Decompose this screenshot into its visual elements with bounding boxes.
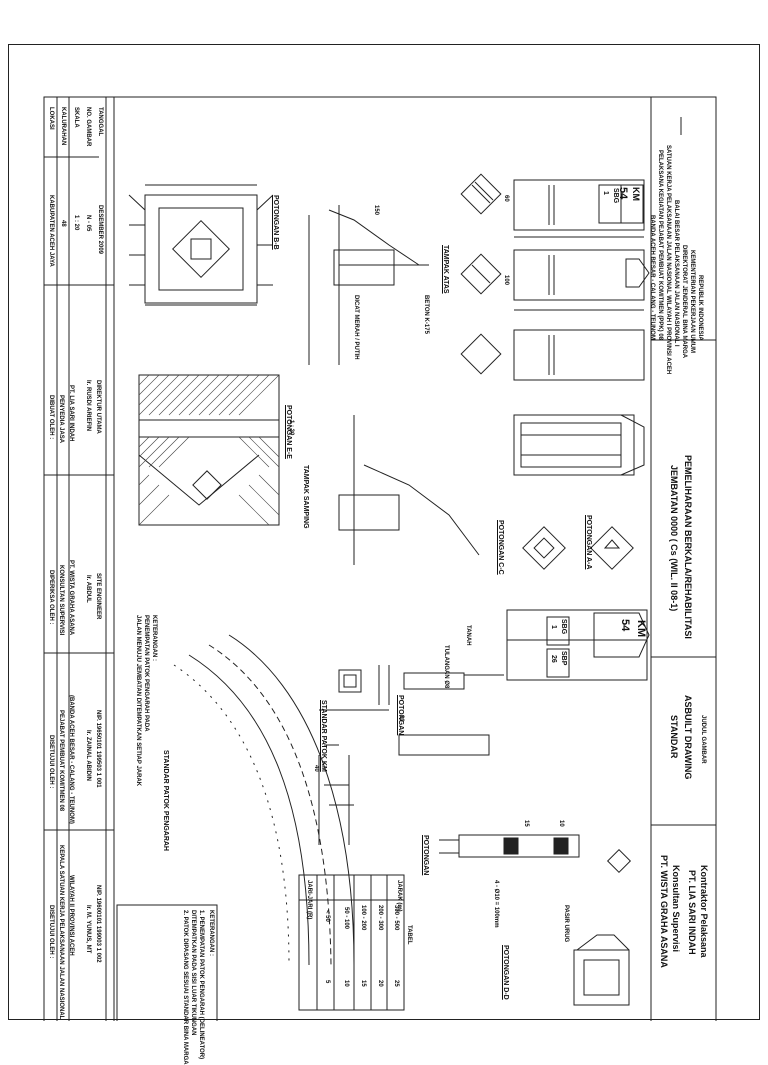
sig1-company: PT. LIA SARI INDAH bbox=[68, 385, 74, 442]
header-ministry: KEMENTERIAN PEKERJAAN UMUM bbox=[689, 250, 695, 354]
label-potongan-cc: POTONGAN C-C bbox=[497, 520, 504, 575]
table-cell-r4: 200 - 300 bbox=[377, 905, 383, 931]
sig1-title: PENYEDIA JASA bbox=[58, 395, 64, 444]
km-sign-large-top: KM bbox=[635, 620, 647, 638]
sbg-number: 1 bbox=[602, 191, 609, 195]
table-cell-r3: 100 - 200 bbox=[360, 905, 366, 931]
tb-label-tanggal: TANGGAL bbox=[97, 107, 103, 137]
tb-label-kalurahan: KALURAHAN bbox=[60, 107, 66, 146]
label-potongan-del: POTONGAN bbox=[422, 835, 429, 876]
table-cell-d1: 5 bbox=[324, 980, 330, 984]
project-title-line2: JEMBATAN 0000 ( Cs (WIL. II 08-1) bbox=[669, 465, 679, 612]
tb-value-lokasi: KABUPATEN ACEH JAYA bbox=[48, 195, 54, 267]
table-cell-d2: 10 bbox=[343, 980, 349, 987]
sig4-title: KEPALA SATUAN KERJA PELAKSANAAN JALAN NA… bbox=[58, 845, 64, 1020]
sbg-label: SBG bbox=[612, 188, 619, 204]
dim-7: 10 bbox=[558, 820, 564, 827]
label-standar-patok-pengarah: STANDAR PATOK PENGARAH bbox=[162, 750, 169, 851]
header-balai: BALAI BESAR PELAKSANAAN JALAN NASIONAL I bbox=[673, 200, 679, 347]
drawing-title-line2: STANDAR bbox=[669, 715, 679, 759]
notes-item-3: 2. PATOK DIPASANG SESUAI STANDAR BINA MA… bbox=[182, 910, 188, 1065]
label-skala: 1 : 20 bbox=[288, 420, 294, 436]
table-cell-r5: 300 - 500 bbox=[393, 905, 399, 931]
notes2-item-1: PENEMPATAN PATOK PENGARAH PADA bbox=[143, 615, 149, 732]
consultant-name: PT. WISTA GRAHA ASANA bbox=[659, 855, 669, 968]
table-cell-d3: 15 bbox=[360, 980, 366, 987]
drawing-sheet: LOKASI KALURAHAN SKALA NO. GAMBAR TANGGA… bbox=[8, 44, 760, 1065]
tb-label-lokasi: LOKASI bbox=[48, 107, 54, 130]
header-satker: SATUAN KERJA PELAKSANAAN JALAN NASIONAL … bbox=[665, 145, 671, 375]
dim-4: 20 bbox=[398, 715, 404, 722]
km-sign-top: KM bbox=[631, 187, 641, 201]
dim-2: 100 bbox=[503, 275, 509, 286]
sig4-position: NIP. 19600101 199003 1 002 bbox=[95, 885, 101, 963]
table-cell-d4: 20 bbox=[377, 980, 383, 987]
dim-1: 60 bbox=[503, 195, 509, 202]
label-potongan-aa: POTONGAN A-A bbox=[585, 515, 592, 570]
contractor-role: Kontraktor Pelaksana bbox=[699, 865, 709, 958]
dim-6: 15 bbox=[523, 820, 529, 827]
drawing-title-label: JUDUL GAMBAR bbox=[700, 715, 706, 764]
sig2-company: PT. WISTA GRAHA ASANA bbox=[68, 560, 74, 636]
contractor-name: PT. LIA SARI INDAH bbox=[687, 870, 697, 955]
label-cat: DICAT MERAH / PUTIH bbox=[353, 295, 359, 360]
label-tulangan: TULANGAN Ø8 bbox=[443, 645, 449, 689]
table-header-radius: JARI-JARI (R) bbox=[306, 880, 312, 920]
sig3-position: NIP. 19650101 199503 1 001 bbox=[95, 710, 101, 788]
notes-item-1: 1. PENEMPATAN PATOK PENGARAH (DELINEATOR… bbox=[198, 910, 204, 1060]
project-title-line1: PEMELIHARAAN BERKALA/REHABILITASI bbox=[683, 455, 693, 639]
sig1-name: Ir. RUSDI ARIEFIN bbox=[85, 380, 91, 432]
sig1-position: DIREKTUR UTAMA bbox=[95, 380, 101, 434]
tb-value-tanggal: DESEMBER 2009 bbox=[97, 205, 103, 255]
label-tanah: TANAH bbox=[465, 625, 471, 646]
sig3-title: PEJABAT PEMBUAT KOMITMEN 08 bbox=[58, 710, 64, 812]
dim-5: 40 bbox=[313, 765, 319, 772]
header-ppk: PELAKSANA KEGIATAN PEJABAT PEMBUAT KOMIT… bbox=[657, 150, 663, 341]
label-potongan-dd: POTONGAN D-D bbox=[502, 945, 509, 1000]
tb-value-skala: 1 : 20 bbox=[73, 215, 79, 231]
drawing-linework bbox=[43, 96, 717, 1021]
table-cell-r2: 50 - 100 bbox=[343, 907, 349, 930]
consultant-role: Konsultan Supervisi bbox=[671, 865, 681, 953]
sig4-company: WILAYAH II PROVINSI ACEH bbox=[68, 875, 74, 956]
sbg-large-label: SBG bbox=[560, 619, 567, 635]
header-republic: REPUBLIK INDONESIA bbox=[697, 275, 703, 341]
tb-value-nogambar: N - 05 bbox=[85, 215, 91, 232]
sbg-large-number: 1 bbox=[550, 625, 557, 629]
notes2-title: KETERANGAN : bbox=[151, 615, 157, 661]
notes-item-2: DITEMPATKAN PADA SISI LUAR TIKUNGAN bbox=[190, 910, 196, 1036]
sig3-role: DISETUJUI OLEH : bbox=[48, 735, 54, 789]
sig4-role: DISETUJUI OLEH : bbox=[48, 905, 54, 959]
sig2-role: DIPERIKSA OLEH : bbox=[48, 570, 54, 625]
drawing-title-line1: ASBUILT DRAWING bbox=[683, 695, 693, 780]
notes-title: KETERANGAN : bbox=[208, 910, 214, 956]
sig2-name: Ir. ABDUL bbox=[85, 575, 91, 603]
sig1-role: DIBUAT OLEH : bbox=[48, 395, 54, 440]
sbp-large-label: SBP bbox=[560, 651, 567, 666]
sig3-name: Ir. ZAINAL ABIDIN bbox=[85, 730, 91, 782]
sbp-large-number: 26 bbox=[550, 655, 557, 663]
sig2-position: SITE ENGINEER bbox=[95, 573, 101, 620]
sig2-title: KONSULTAN SUPERVISI bbox=[58, 565, 64, 636]
notes2-item-2: JALAN MENUJU JEMBATAN DITEMPATKAN SETIAP… bbox=[135, 615, 141, 787]
tb-label-nogambar: NO. GAMBAR bbox=[85, 107, 91, 147]
km-sign-large-number: 54 bbox=[619, 619, 631, 632]
header-address: BANDA ACEH BESAR - CALANG - TEUNOM bbox=[649, 215, 655, 340]
sig4-name: Ir. M. YUNUS, MT bbox=[85, 905, 91, 954]
label-standar-patok-km: STANDAR PATOK KM bbox=[320, 700, 327, 772]
label-tampak-samping: TAMPAK SAMPING bbox=[302, 465, 309, 529]
header-directorate: DIREKTORAT JENDERAL BINA MARGA bbox=[681, 245, 687, 359]
table-title: TABEL bbox=[406, 925, 412, 945]
dim-3: 150 bbox=[373, 205, 379, 216]
label-potongan-bb: POTONGAN B-B bbox=[272, 195, 279, 250]
table-cell-d5: 25 bbox=[393, 980, 399, 987]
label-pasir: PASIR URUG bbox=[563, 905, 569, 943]
sig3-company: (BANDA ACEH BESAR - CALANG - TEUNOM) bbox=[68, 695, 74, 824]
label-tebal: 4 - Ø10 = 100mm bbox=[493, 880, 499, 928]
tb-value-kalurahan: 48 bbox=[60, 220, 66, 227]
label-beton: BETON K-175 bbox=[423, 295, 429, 334]
tb-label-skala: SKALA bbox=[73, 107, 79, 128]
table-cell-r1: < 50 bbox=[324, 910, 330, 922]
label-tampak-atas: TAMPAK ATAS bbox=[442, 245, 449, 294]
